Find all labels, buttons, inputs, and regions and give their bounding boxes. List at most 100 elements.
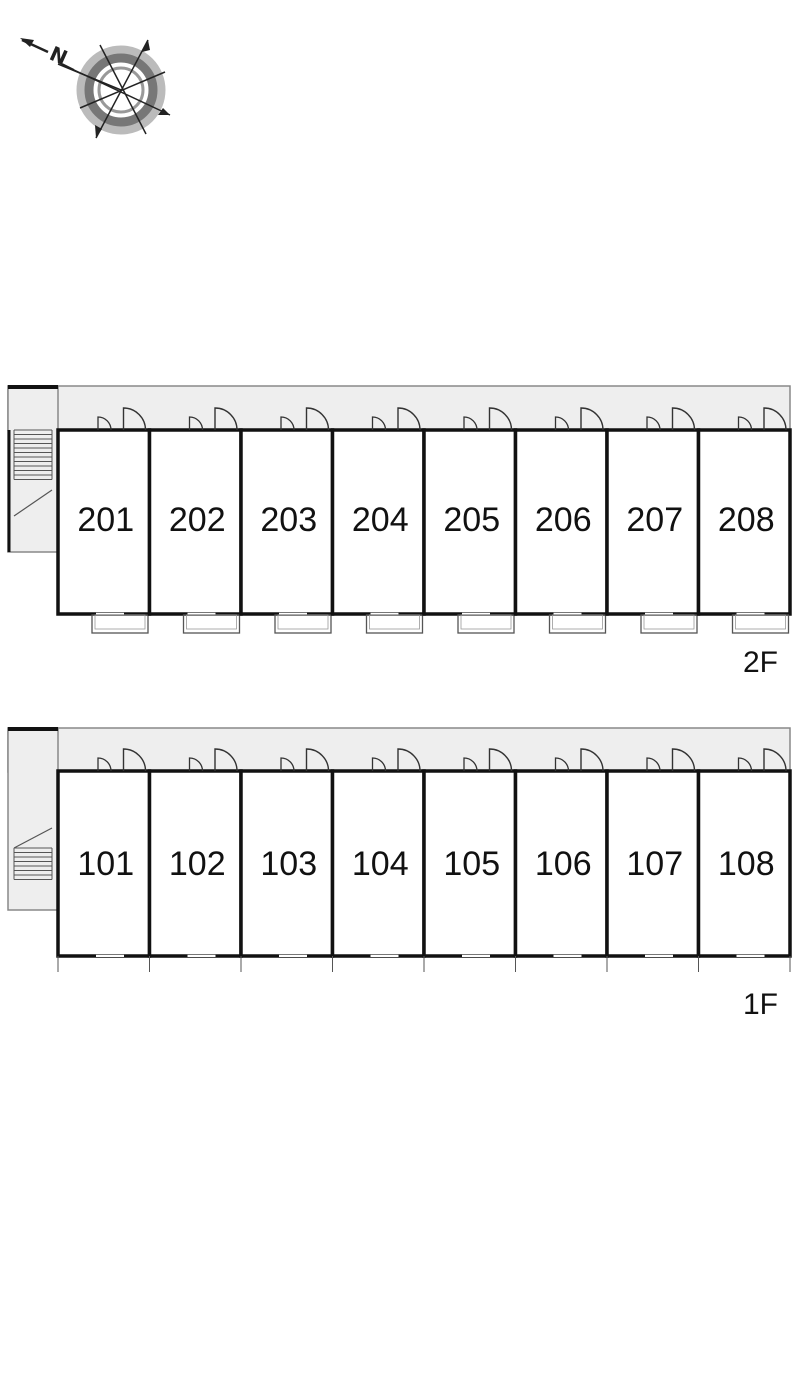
unit-wall [605, 428, 701, 616]
unit-number: 203 [260, 501, 317, 539]
unit-wall [56, 428, 152, 616]
unit-number: 101 [77, 845, 134, 883]
floor-2f-plan: 201 202 203 204 205 206 207 208 2F [7, 385, 792, 679]
unit-202: 202 [147, 407, 243, 634]
unit-107: 107 [605, 748, 701, 972]
unit-wall [239, 428, 335, 616]
balcony-inner [643, 614, 695, 630]
entrance-door-icon [122, 748, 147, 772]
balcony-inner [186, 614, 237, 630]
entrance-door-icon [580, 748, 604, 772]
unit-wall [422, 428, 518, 616]
unit-207: 207 [605, 407, 701, 634]
balcony-inner [277, 614, 329, 630]
unit-105: 105 [422, 748, 518, 972]
unit-wall [147, 769, 243, 958]
unit-number: 206 [535, 501, 592, 539]
unit-103: 103 [239, 748, 335, 972]
entrance-door-icon [305, 748, 330, 772]
entrance-door-icon [214, 748, 238, 772]
unit-number: 106 [535, 845, 592, 883]
unit-number: 108 [718, 845, 775, 883]
unit-206: 206 [513, 407, 609, 634]
unit-wall [330, 769, 426, 958]
small-door-icon [463, 416, 478, 431]
unit-204: 204 [330, 407, 426, 634]
stair-direction-line [13, 489, 53, 517]
unit-number: 201 [77, 501, 134, 539]
entrance-door-icon [488, 748, 513, 772]
staircase [13, 429, 53, 517]
balcony [731, 614, 790, 634]
unit-203: 203 [239, 407, 335, 634]
small-door-icon [280, 416, 295, 431]
unit-205: 205 [422, 407, 518, 634]
unit-wall [239, 769, 335, 958]
unit-number: 205 [443, 501, 500, 539]
floor-1f-plan: 101 102 103 104 105 106 107 108 1F [7, 727, 792, 1021]
entrance-door-icon [397, 407, 421, 431]
entrance-door-icon [305, 407, 330, 431]
balcony [548, 614, 607, 634]
balcony [274, 614, 332, 634]
balcony [457, 614, 515, 634]
entrance-door-icon [671, 407, 696, 431]
entrance-door-icon [488, 407, 513, 431]
small-door-icon [371, 757, 387, 772]
unit-wall [422, 769, 518, 958]
small-door-icon [371, 416, 387, 431]
balcony [365, 614, 424, 634]
small-door-icon [463, 757, 478, 772]
entrance-door-icon [397, 748, 421, 772]
small-door-icon [554, 757, 570, 772]
small-door-icon [280, 757, 295, 772]
small-door-icon [188, 757, 204, 772]
unit-108: 108 [696, 748, 792, 972]
unit-number: 103 [260, 845, 317, 883]
unit-wall [513, 428, 609, 616]
unit-201: 201 [56, 407, 152, 634]
unit-106: 106 [513, 748, 609, 972]
balcony-inner [94, 614, 146, 630]
entrance-door-icon [671, 748, 696, 772]
entrance-door-icon [763, 748, 787, 772]
unit-101: 101 [56, 748, 152, 972]
entrance-door-icon [122, 407, 147, 431]
small-door-icon [97, 757, 112, 772]
small-door-icon [737, 757, 753, 772]
small-door-icon [188, 416, 204, 431]
unit-number: 102 [169, 845, 226, 883]
balcony [91, 614, 149, 634]
small-door-icon [646, 757, 661, 772]
unit-208: 208 [696, 407, 792, 634]
small-door-icon [646, 416, 661, 431]
small-door-icon [737, 416, 753, 431]
unit-number: 207 [626, 501, 683, 539]
unit-104: 104 [330, 748, 426, 972]
balcony [640, 614, 698, 634]
entrance-door-icon [763, 407, 787, 431]
unit-number: 104 [352, 845, 409, 883]
small-door-icon [97, 416, 112, 431]
floor-label-1f: 1F [743, 988, 778, 1021]
unit-102: 102 [147, 748, 243, 972]
balcony [182, 614, 241, 634]
staircase [13, 827, 53, 880]
balcony-inner [460, 614, 512, 630]
unit-number: 107 [626, 845, 683, 883]
entrance-door-icon [214, 407, 238, 431]
floor-label-2f: 2F [743, 646, 778, 679]
unit-number: 208 [718, 501, 775, 539]
compass-icon: N [20, 38, 171, 139]
unit-number: 202 [169, 501, 226, 539]
entrance-door-icon [580, 407, 604, 431]
small-door-icon [554, 416, 570, 431]
balcony-inner [735, 614, 786, 630]
balcony-inner [552, 614, 603, 630]
balcony-inner [369, 614, 420, 630]
stair-direction-line [13, 827, 53, 849]
unit-wall [696, 769, 792, 958]
unit-number: 204 [352, 501, 409, 539]
unit-number: 105 [443, 845, 500, 883]
